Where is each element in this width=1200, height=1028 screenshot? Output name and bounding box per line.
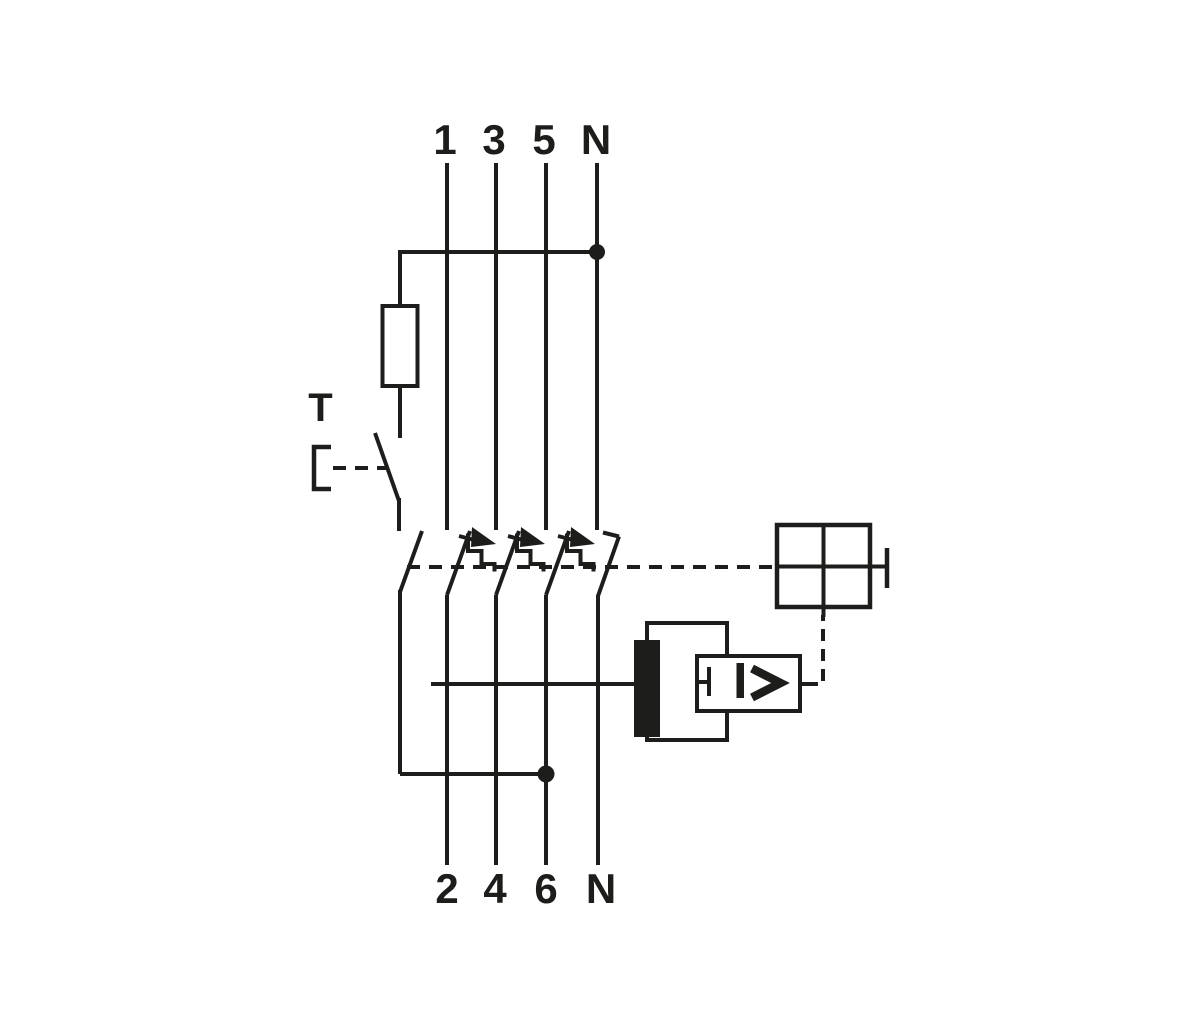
pole-5-release-arrow-icon bbox=[570, 527, 595, 547]
neutral-blade-hook bbox=[602, 530, 620, 539]
terminal-label-3: 3 bbox=[482, 116, 505, 163]
test-button-symbol bbox=[311, 444, 331, 492]
test-pole-blade bbox=[398, 530, 424, 593]
pole-5-6 bbox=[544, 163, 596, 865]
overcurrent-trip-wire-dashed bbox=[806, 615, 825, 686]
terminal-label-n-top: N bbox=[581, 116, 611, 163]
terminal-label-n-bottom: N bbox=[586, 865, 616, 912]
summation-current-transformer bbox=[431, 621, 729, 742]
neutral-pole bbox=[595, 163, 621, 865]
overcurrent-symbol-i-bar bbox=[736, 663, 744, 698]
terminal-label-5: 5 bbox=[532, 116, 555, 163]
test-button-label: T bbox=[308, 386, 332, 430]
terminal-labels: 1 3 5 N 2 4 6 N T bbox=[308, 116, 616, 912]
overcurrent-symbol-chevron bbox=[750, 664, 790, 702]
terminal-label-6: 6 bbox=[534, 865, 557, 912]
test-resistor bbox=[380, 304, 420, 388]
test-circuit bbox=[311, 250, 597, 776]
terminal-label-1: 1 bbox=[433, 116, 456, 163]
pole-1-2 bbox=[445, 163, 497, 865]
pole-3-release-arrow-icon bbox=[520, 527, 545, 547]
overcurrent-release: I > bbox=[695, 615, 825, 713]
residual-current-relay bbox=[774, 522, 890, 617]
overcurrent-release-terminal bbox=[697, 667, 711, 696]
terminal-label-4: 4 bbox=[483, 865, 507, 912]
ct-core-bar bbox=[634, 640, 660, 737]
terminal-label-2: 2 bbox=[435, 865, 458, 912]
pole-1-latch-step bbox=[466, 533, 497, 572]
pole-3-4 bbox=[494, 163, 546, 865]
pole-1-release-arrow-icon bbox=[471, 527, 496, 547]
test-top-rail bbox=[398, 250, 597, 308]
